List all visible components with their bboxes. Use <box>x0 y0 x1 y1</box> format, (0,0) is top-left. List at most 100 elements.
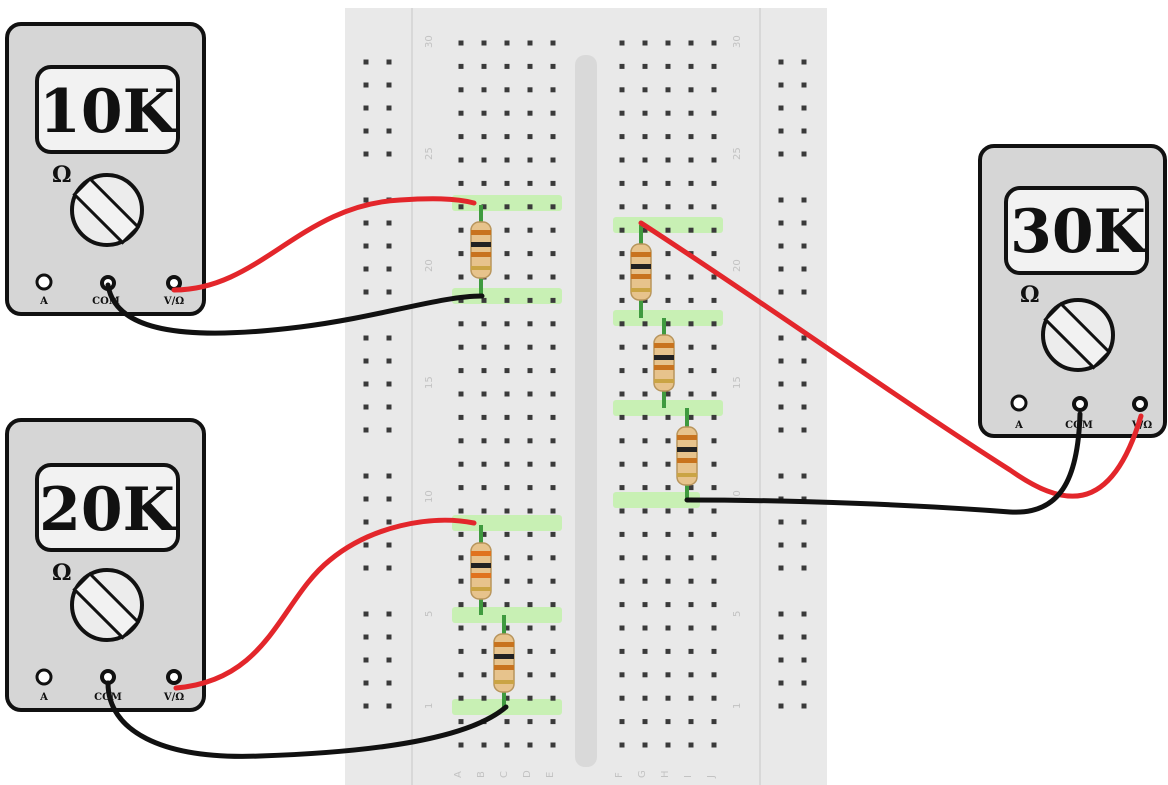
breadboard-holes <box>363 40 807 748</box>
breadboard-hole <box>550 87 556 93</box>
breadboard-hole <box>801 611 807 617</box>
breadboard-hole <box>619 110 625 116</box>
breadboard-hole <box>688 344 694 350</box>
breadboard-hole <box>665 297 671 303</box>
breadboard-hole <box>363 404 369 410</box>
breadboard-hole <box>642 461 648 467</box>
breadboard-hole <box>711 321 717 327</box>
breadboard-hole <box>481 602 487 608</box>
breadboard-hole <box>688 321 694 327</box>
breadboard-hole <box>711 274 717 280</box>
breadboard-hole <box>550 391 556 397</box>
black-wire-meter-1[interactable] <box>105 282 485 336</box>
black-wire-meter-2[interactable] <box>105 680 509 759</box>
breadboard-hole <box>527 625 533 631</box>
jack-icon[interactable] <box>1072 396 1088 412</box>
breadboard-hole <box>363 496 369 502</box>
breadboard-hole <box>527 414 533 420</box>
breadboard-hole <box>481 297 487 303</box>
breadboard-hole <box>386 82 392 88</box>
jack-label-com: COM <box>92 296 120 307</box>
breadboard-hole <box>458 648 464 654</box>
multimeter-10k: 10K Ω A COM V/Ω <box>5 22 206 316</box>
breadboard-hole <box>363 657 369 663</box>
breadboard-hole <box>458 87 464 93</box>
jack-icon[interactable] <box>166 669 182 685</box>
breadboard-hole <box>458 227 464 233</box>
jack-icon[interactable] <box>100 669 116 685</box>
breadboard-hole <box>688 719 694 725</box>
breadboard-hole <box>619 578 625 584</box>
multimeter-dial-icon[interactable] <box>70 173 144 247</box>
breadboard-hole <box>504 531 510 537</box>
breadboard-hole <box>386 542 392 548</box>
breadboard-hole <box>550 485 556 491</box>
breadboard-hole <box>550 602 556 608</box>
breadboard-hole <box>711 40 717 46</box>
black-wire-meter-3[interactable] <box>684 411 1083 515</box>
breadboard-hole <box>386 335 392 341</box>
breadboard-hole <box>386 680 392 686</box>
breadboard-hole <box>504 578 510 584</box>
row-label: 1 <box>732 703 743 709</box>
jack-icon[interactable] <box>166 275 182 291</box>
breadboard-hole <box>619 251 625 257</box>
breadboard-hole <box>458 625 464 631</box>
breadboard-hole <box>619 625 625 631</box>
breadboard-hole <box>363 128 369 134</box>
breadboard-hole <box>665 438 671 444</box>
breadboard-hole <box>711 719 717 725</box>
breadboard-hole <box>458 344 464 350</box>
breadboard-hole <box>481 508 487 514</box>
breadboard-hole <box>363 335 369 341</box>
breadboard-hole <box>481 485 487 491</box>
breadboard-hole <box>458 157 464 163</box>
breadboard-hole <box>665 695 671 701</box>
red-wire-meter-1[interactable] <box>171 196 477 293</box>
jack-icon[interactable] <box>35 273 53 291</box>
breadboard-hole <box>386 128 392 134</box>
jack-icon[interactable] <box>1132 396 1148 412</box>
breadboard-hole <box>801 427 807 433</box>
breadboard-hole <box>801 335 807 341</box>
breadboard-hole <box>711 485 717 491</box>
breadboard-hole <box>665 40 671 46</box>
breadboard-hole <box>665 672 671 678</box>
jack-icon[interactable] <box>1010 394 1028 412</box>
breadboard-hole <box>481 531 487 537</box>
breadboard-hole <box>363 542 369 548</box>
multimeter-dial-icon[interactable] <box>1041 298 1115 372</box>
red-wire-meter-3[interactable] <box>638 220 1144 499</box>
jack-icon[interactable] <box>35 668 53 686</box>
breadboard-hole <box>642 648 648 654</box>
red-wire-meter-2[interactable] <box>173 517 477 691</box>
meter-display <box>35 65 180 154</box>
breadboard-hole <box>642 508 648 514</box>
breadboard-hole <box>363 381 369 387</box>
breadboard-hole <box>642 227 648 233</box>
breadboard-hole <box>504 274 510 280</box>
breadboard-hole <box>363 611 369 617</box>
column-labels: A B C D E F G H I J <box>453 770 717 779</box>
breadboard-hole <box>688 414 694 420</box>
row-label: 5 <box>424 611 435 617</box>
breadboard-hole <box>801 473 807 479</box>
breadboard-hole <box>363 634 369 640</box>
breadboard-hole <box>504 508 510 514</box>
breadboard-hole <box>504 180 510 186</box>
breadboard-hole <box>504 414 510 420</box>
breadboard-hole <box>711 63 717 69</box>
breadboard-hole <box>642 625 648 631</box>
meter-reading: 10K <box>39 77 176 147</box>
breadboard-hole <box>504 40 510 46</box>
breadboard-hole <box>778 266 784 272</box>
breadboard-hole <box>363 243 369 249</box>
row-label: 10 <box>424 490 435 503</box>
breadboard-hole <box>778 358 784 364</box>
multimeter-dial-icon[interactable] <box>70 568 144 642</box>
breadboard-hole <box>665 251 671 257</box>
breadboard-hole <box>801 404 807 410</box>
breadboard-hole <box>642 719 648 725</box>
breadboard-hole <box>665 485 671 491</box>
